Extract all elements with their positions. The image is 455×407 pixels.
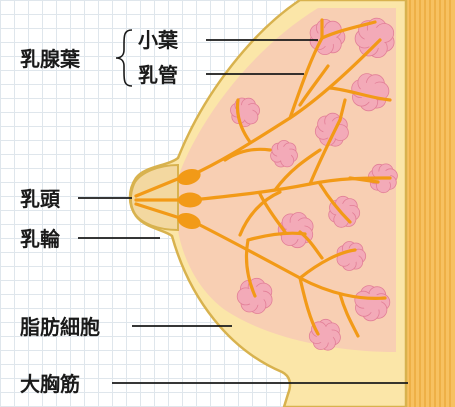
lobule-cluster	[271, 140, 298, 167]
lobule-cluster	[337, 242, 366, 271]
label-areola: 乳輪	[20, 227, 61, 251]
label-lobe-group: 乳腺葉	[20, 47, 81, 71]
label-fat: 脂肪細胞	[20, 315, 100, 339]
pectoralis-major-muscle	[406, 0, 455, 407]
label-muscle: 大胸筋	[20, 372, 80, 396]
label-lobule: 小葉	[138, 28, 179, 52]
duct-ampullae	[175, 166, 202, 232]
label-brace	[116, 30, 132, 86]
label-nipple: 乳頭	[20, 187, 61, 211]
label-duct: 乳管	[138, 63, 178, 87]
